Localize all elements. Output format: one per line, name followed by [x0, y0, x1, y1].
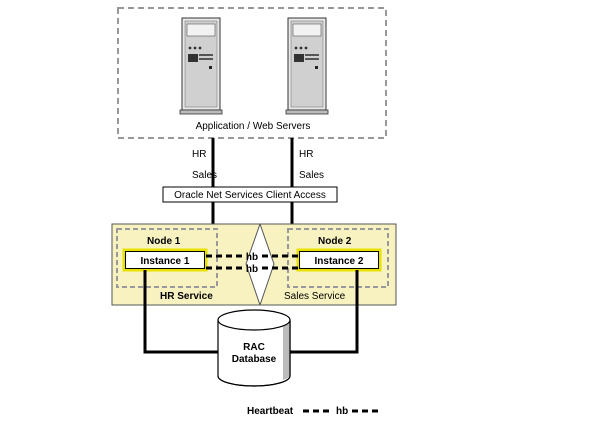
node1-dashed-box: [116, 228, 218, 288]
app-servers-label: Application / Web Servers: [196, 121, 311, 132]
app-servers-region: [117, 7, 387, 139]
node2-label: Node 2: [318, 236, 352, 247]
instance2-db-link: [290, 270, 359, 354]
hr-service-label: HR Service: [160, 291, 213, 302]
instance1-db-link: [143, 270, 218, 354]
left-link-sales: Sales: [192, 170, 217, 181]
net-services-label: Oracle Net Services Client Access: [174, 190, 326, 201]
server-tower-2-icon: [285, 17, 329, 115]
net-services-box: [162, 186, 338, 203]
database-label-line2: Database: [232, 354, 277, 365]
instance1-label: Instance 1: [141, 256, 190, 267]
database-label-line1: RAC: [243, 342, 265, 353]
sales-service-label: Sales Service: [284, 291, 346, 302]
hb-top-label: hb: [246, 252, 258, 263]
legend-heartbeat-label: Heartbeat: [247, 406, 294, 417]
right-link-sales: Sales: [299, 170, 324, 181]
instance2-box: [296, 248, 382, 272]
left-link-hr: HR: [192, 149, 206, 160]
right-link-hr: HR: [299, 149, 313, 160]
instance1-box: [122, 248, 208, 272]
node1-label: Node 1: [147, 236, 181, 247]
hb-bottom-label: hb: [246, 264, 258, 275]
server-tower-1-icon: [179, 17, 223, 115]
instance2-label: Instance 2: [315, 256, 364, 267]
legend-hb-label: hb: [336, 406, 348, 417]
rac-database-icon: [217, 309, 291, 387]
node2-dashed-box: [287, 228, 389, 288]
